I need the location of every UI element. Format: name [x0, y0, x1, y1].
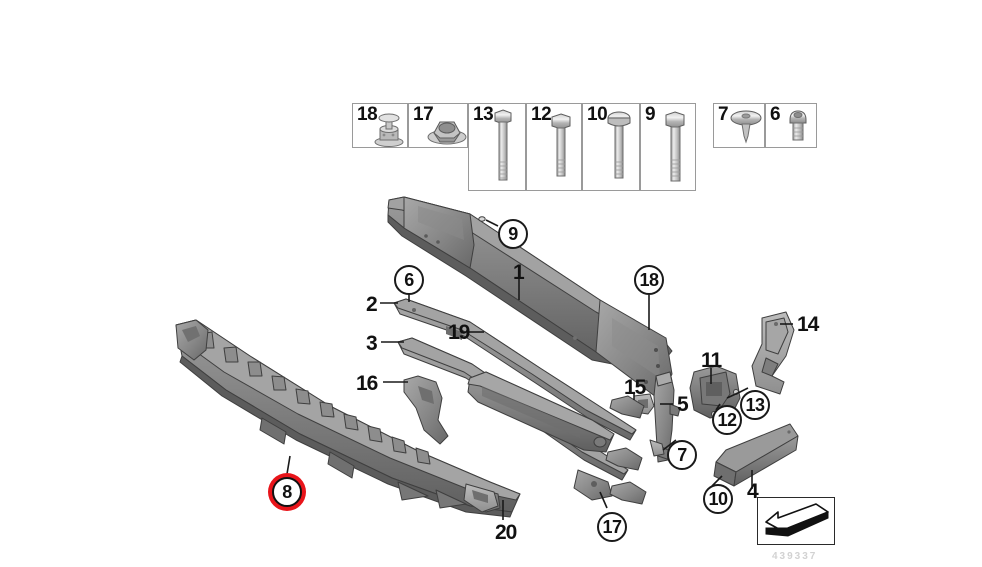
label-3: 3 — [366, 332, 378, 355]
part-2-side-rail — [393, 298, 637, 441]
flange-nut-icon — [427, 121, 467, 145]
legend-number: 13 — [473, 104, 494, 125]
callout-9[interactable]: 9 — [498, 219, 528, 249]
flange-bolt-icon — [607, 111, 631, 179]
legend-number: 10 — [587, 104, 608, 125]
part-19-reinforcement — [467, 371, 615, 453]
legend-number: 6 — [770, 104, 781, 125]
callout-7[interactable]: 7 — [667, 440, 697, 470]
callout-13[interactable]: 13 — [740, 390, 770, 420]
label-16: 16 — [356, 372, 378, 395]
legend-number: 9 — [645, 104, 656, 125]
callout-label: 13 — [745, 394, 765, 415]
part-number-watermark: 439337 — [772, 551, 818, 562]
rivet-stud-icon — [374, 113, 404, 147]
part-8-bumper-support — [175, 319, 521, 518]
legend-cell-7[interactable]: 7 — [713, 103, 765, 148]
legend-cell-9[interactable]: 9 — [640, 103, 696, 191]
orientation-inset — [757, 497, 835, 545]
callout-18[interactable]: 18 — [634, 265, 664, 295]
callout-label: 7 — [677, 444, 687, 465]
torx-bolt-icon — [789, 110, 807, 141]
callout-17[interactable]: 17 — [597, 512, 627, 542]
legend-number: 7 — [718, 104, 729, 125]
callout-8-highlighted[interactable]: 8 — [272, 477, 302, 507]
part-16-bracket — [403, 375, 449, 445]
label-20: 20 — [495, 521, 517, 544]
callout-label: 8 — [282, 481, 292, 502]
label-2: 2 — [366, 293, 378, 316]
legend-cell-6[interactable]: 6 — [765, 103, 817, 148]
hex-bolt-medium-icon — [551, 113, 571, 177]
label-4: 4 — [747, 480, 759, 503]
callout-label: 12 — [717, 409, 737, 430]
callout-label: 17 — [602, 516, 622, 537]
part-4-absorber — [713, 423, 799, 487]
legend-number: 17 — [413, 104, 434, 125]
part-17-mount — [573, 469, 613, 501]
legend-cell-18[interactable]: 18 — [352, 103, 408, 148]
callout-label: 9 — [508, 223, 518, 244]
callout-label: 18 — [639, 269, 659, 290]
legend-cell-12[interactable]: 12 — [526, 103, 582, 191]
legend-number: 12 — [531, 104, 552, 125]
legend-cell-17[interactable]: 17 — [408, 103, 468, 148]
callout-label: 10 — [708, 488, 728, 509]
callout-10[interactable]: 10 — [703, 484, 733, 514]
part-20-clip — [463, 483, 499, 513]
part-7-fastener-point — [649, 439, 665, 457]
part-1-bumper-carrier — [387, 196, 673, 401]
label-15: 15 — [624, 376, 646, 399]
label-11: 11 — [701, 349, 722, 372]
hex-bolt-icon — [665, 111, 685, 182]
part-lower-rail-fragments — [605, 395, 647, 505]
label-14: 14 — [797, 313, 819, 336]
callout-label: 6 — [404, 269, 414, 290]
label-19: 19 — [448, 321, 470, 344]
label-5: 5 — [677, 393, 689, 416]
direction-arrow-icon — [765, 503, 829, 537]
legend-cell-10[interactable]: 10 — [582, 103, 640, 191]
hex-bolt-long-icon — [494, 109, 512, 181]
expanding-rivet-icon — [730, 110, 762, 144]
callout-12[interactable]: 12 — [712, 405, 742, 435]
label-1: 1 — [513, 261, 525, 284]
legend-cell-13[interactable]: 13 — [468, 103, 526, 191]
legend-number: 18 — [357, 104, 378, 125]
callout-6[interactable]: 6 — [394, 265, 424, 295]
part-5-bracket — [653, 371, 681, 463]
